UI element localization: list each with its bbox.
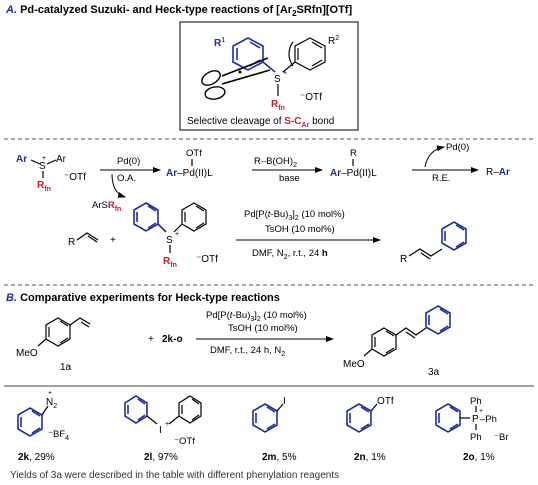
2o-ph-top: Ph <box>470 396 482 407</box>
mech-oa: O.A. <box>117 173 136 184</box>
section-b-cond-2: TsOH (10 mol%) <box>228 323 298 334</box>
triflate-anion: ⁻OTf <box>300 92 322 103</box>
mech-base: base <box>279 173 300 184</box>
2k-charge: + <box>48 390 52 397</box>
mech-product: R–Ar <box>486 167 510 178</box>
heck-sulfur: S <box>166 235 173 246</box>
heck-alkene-r: R <box>68 237 75 248</box>
heck-rfn: Rfn <box>163 256 177 269</box>
suzuki-mechanism: Ar S + Ar Rfn ⁻OTf Pd(0) O.A. ArSRfn OTf… <box>16 142 510 213</box>
mech-r-ligand: R <box>350 148 357 159</box>
3a-meo: MeO <box>343 359 365 370</box>
section-b-reaction: MeO 1a + 2k-o Pd[P(t-Bu)3]2 (10 mol%) Ts… <box>16 305 451 378</box>
sulfur-atom: S <box>274 74 281 85</box>
box-frame <box>179 21 359 131</box>
mech-arsrfn: ArSRfn <box>92 200 121 213</box>
mech-otf: ⁻OTf <box>64 172 86 183</box>
sulfonium-box: R1 R2 S + Rfn ⁻OTf Selective cleavage of… <box>179 21 359 131</box>
1a-label: 1a <box>60 362 72 373</box>
2m-label: 2m, 5% <box>262 452 297 463</box>
2l-anion: ⁻OTf <box>174 436 195 447</box>
footer-note: Yields of 3a were described in the table… <box>10 470 339 481</box>
mech-pd-complex-2: Ar–Pd(II)L <box>330 168 377 179</box>
heck-cond-3: DMF, N2, r.t., 24 h <box>252 248 328 261</box>
styrene-1a <box>37 317 91 347</box>
3a-label: 3a <box>428 367 440 378</box>
reagent-2n: OTf 2n, 1% <box>346 396 394 463</box>
section-a-title: A. Pd-catalyzed Suzuki- and Heck-type re… <box>5 4 352 18</box>
2l-label: 2l, 97% <box>144 452 178 463</box>
2l-iodine: I <box>159 425 162 436</box>
heck-otf: ⁻OTf <box>196 254 218 265</box>
mech-ar2: Ar <box>56 154 67 165</box>
section-b-cond-3: DMF, r.t., 24 h, N2 <box>210 345 285 358</box>
mech-sulfur: S <box>39 161 46 172</box>
reagent-2l: I + ⁻OTf 2l, 97% <box>124 395 202 463</box>
2o-anion: ⁻Br <box>494 432 509 443</box>
mech-pd0-regen: Pd(0) <box>446 142 469 153</box>
1a-meo: MeO <box>16 348 38 359</box>
2o-charge: + <box>479 408 483 415</box>
section-b-reagent: 2k-o <box>162 334 183 345</box>
section-b-cond-1: Pd[P(t-Bu)3]2 (10 mol%) <box>206 310 307 323</box>
mech-ar1: Ar <box>16 154 27 165</box>
heck-cond-1: Pd[P(t-Bu)3]2 (10 mol%) <box>244 209 345 222</box>
2k-label: 2k, 29% <box>18 452 55 463</box>
2o-ph-bottom: Ph <box>470 432 482 443</box>
heck-plus: + <box>110 235 116 246</box>
section-b-title: B. Comparative experiments for Heck-type… <box>6 292 280 304</box>
reagent-2k: N2 + ⁻BF4 2k, 29% <box>17 390 69 463</box>
heck-right-phenyl <box>181 202 207 232</box>
mech-re: R.E. <box>432 173 450 184</box>
heck-left-phenyl <box>133 202 159 232</box>
mech-sulfur-charge: + <box>42 155 46 162</box>
right-phenyl-ring <box>288 37 326 71</box>
box-caption: Selective cleavage of S-CAr bond <box>187 116 334 129</box>
2o-label: 2o, 1% <box>463 452 495 463</box>
2o-ph-right: –Ph <box>480 414 497 425</box>
heck-cond-2: TsOH (10 mol%) <box>265 224 335 235</box>
sulfur-charge: + <box>283 70 287 77</box>
heck-sulfur-charge: + <box>175 231 179 238</box>
stilbene-3a <box>363 305 451 357</box>
section-b-plus: + <box>148 334 154 345</box>
mech-pd0: Pd(0) <box>117 156 140 167</box>
2o-phosphorus: P <box>472 414 479 425</box>
heck-reaction: R + S + Rfn ⁻OTf Pd[P(t-Bu)3]2 (10 mol%)… <box>68 202 467 269</box>
2n-label: 2n, 1% <box>354 452 386 463</box>
svg-text:B. Comparative experiments for: B. Comparative experiments for Heck-type… <box>6 292 280 304</box>
svg-text:A. Pd-catalyzed Suzuki- and He: A. Pd-catalyzed Suzuki- and Heck-type re… <box>5 4 352 18</box>
heck-product-r: R <box>400 254 407 265</box>
rfn-label: Rfn <box>271 99 285 112</box>
2m-iodine: I <box>283 396 286 407</box>
reagent-2o: P + Ph –Ph Ph ⁻Br 2o, 1% <box>435 396 509 463</box>
2l-charge: + <box>165 421 169 428</box>
mech-rfn: Rfn <box>37 180 51 193</box>
scissors-icon <box>201 57 271 100</box>
2k-n2: N2 <box>46 397 57 410</box>
r1-label: R1 <box>214 37 225 49</box>
mech-otf-ligand: OTf <box>186 148 202 159</box>
mech-curved-arrow-1 <box>111 173 126 198</box>
mech-curved-arrow-2 <box>424 145 445 168</box>
heck-product-phenyl <box>441 221 467 251</box>
mech-pd-complex-1: Ar–Pd(II)L <box>166 168 213 179</box>
reagent-2m: I 2m, 5% <box>252 396 297 463</box>
2n-otf: OTf <box>377 396 394 407</box>
2k-anion: ⁻BF4 <box>48 429 69 442</box>
r2-label: R2 <box>328 35 339 47</box>
mech-boron: R–B(OH)2 <box>254 156 297 169</box>
